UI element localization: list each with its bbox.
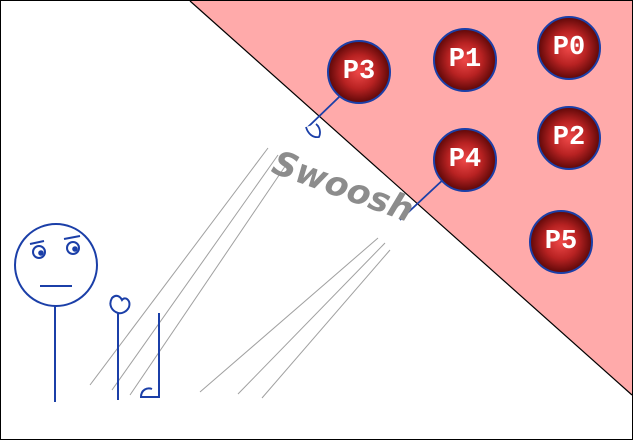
bat-right bbox=[139, 313, 160, 398]
motion-line bbox=[261, 249, 391, 399]
ball-label: P1 bbox=[449, 45, 481, 75]
ball-p1: P1 bbox=[433, 28, 497, 92]
motion-lines bbox=[89, 147, 391, 399]
motion-line bbox=[111, 154, 279, 391]
ball-p4: P4 bbox=[433, 128, 497, 192]
stick-figure-right-eye bbox=[66, 241, 80, 255]
bats bbox=[109, 294, 160, 400]
diagonal-boundary-line bbox=[189, 0, 633, 396]
bat-left bbox=[109, 294, 131, 400]
ball-circle bbox=[529, 210, 593, 274]
motion-line bbox=[129, 161, 289, 396]
motion-line bbox=[89, 147, 269, 386]
ball-p5: P5 bbox=[529, 210, 593, 274]
stick-figure bbox=[14, 223, 98, 402]
ball-p3: P3 bbox=[327, 40, 391, 104]
ball-label: P0 bbox=[553, 33, 585, 63]
hook-icon bbox=[305, 123, 321, 139]
ball-label: P5 bbox=[545, 227, 577, 257]
stick-figure-right-pupil bbox=[72, 246, 78, 252]
stick-figure-left-eye bbox=[32, 245, 46, 259]
ball-p2: P2 bbox=[537, 106, 601, 170]
ball-circle bbox=[433, 128, 497, 192]
stick-figure-right-brow bbox=[63, 235, 81, 240]
ball-label: P4 bbox=[449, 145, 481, 175]
ball-circle bbox=[327, 40, 391, 104]
motion-line bbox=[199, 237, 379, 393]
ball-circle bbox=[537, 106, 601, 170]
stick-figure-head bbox=[14, 223, 98, 307]
ball-p0: P0 bbox=[537, 16, 601, 80]
motion-line bbox=[237, 242, 386, 395]
ball-label: P2 bbox=[553, 123, 585, 153]
stick-figure-left-pupil bbox=[38, 250, 44, 256]
stick-figure-left-brow bbox=[29, 240, 45, 245]
ball-circle bbox=[537, 16, 601, 80]
ball-label: P3 bbox=[343, 57, 375, 87]
ball-circle bbox=[433, 28, 497, 92]
